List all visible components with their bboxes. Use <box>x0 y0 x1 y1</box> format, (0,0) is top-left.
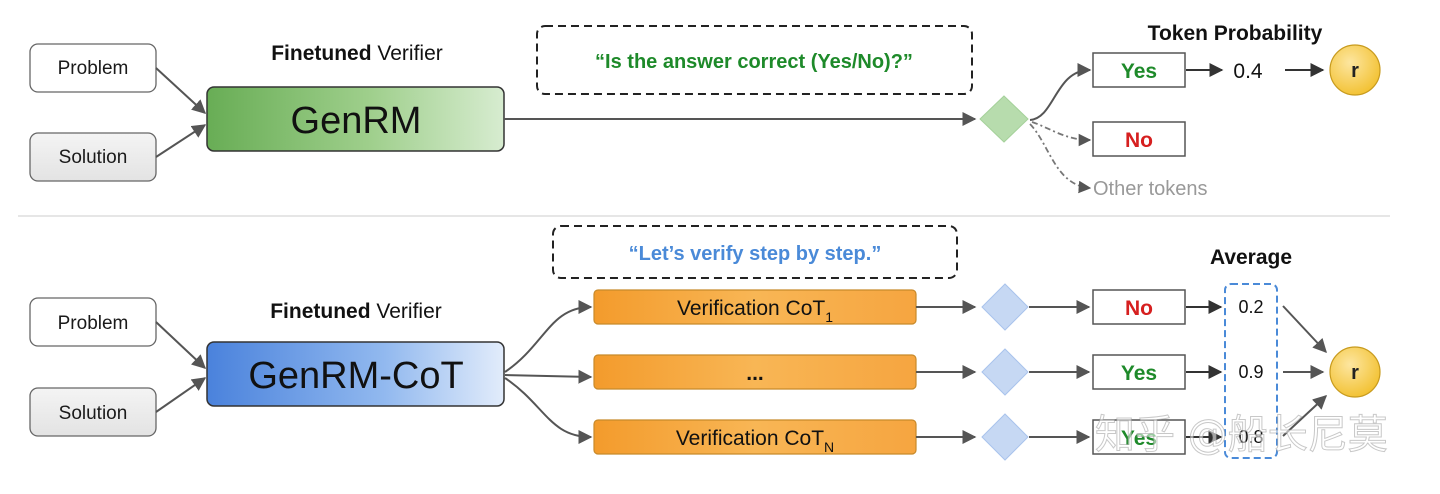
reward-symbol-top: r <box>1351 60 1359 82</box>
genrm-section: Problem Solution Finetuned Verifier GenR… <box>29 22 1381 200</box>
genrm-cot-model-box: GenRM-CoT <box>206 341 505 407</box>
yes-token-label: Yes <box>1121 60 1157 83</box>
arrow-to-cot-middle <box>504 369 593 384</box>
finetuned-verifier-label-bottom: Finetuned Verifier <box>270 300 442 323</box>
solution-label: Solution <box>59 147 128 168</box>
arrow-to-cot-n <box>504 377 593 444</box>
answer-box-3 <box>1092 419 1186 455</box>
probability-value: 0.4 <box>1233 60 1263 83</box>
arrow-score-3-to-reward <box>1282 395 1328 437</box>
score-1: 0.2 <box>1238 297 1263 317</box>
reward-symbol-bottom: r <box>1351 362 1359 384</box>
answer-label-2: Yes <box>1121 362 1157 385</box>
genrm-model-name: GenRM <box>291 100 422 142</box>
answer-box-1 <box>1092 289 1186 325</box>
no-token-box: No <box>1092 121 1186 157</box>
answer-box-2 <box>1092 354 1186 390</box>
average-title: Average <box>1210 246 1292 269</box>
genrm-cot-prompt-text: “Let’s verify step by step.” <box>629 243 882 265</box>
arrow-problem-to-genrm-cot <box>155 321 207 369</box>
genrm-cot-model-name: GenRM-CoT <box>248 355 463 397</box>
decoder-diamond-icon <box>981 413 1029 461</box>
reward-circle-bottom: r <box>1329 346 1381 398</box>
solution-box: Solution <box>29 132 157 182</box>
arrow-solution-to-genrm-cot <box>155 377 207 413</box>
problem-label-bottom: Problem <box>58 313 129 334</box>
reward-circle-top: r <box>1329 44 1381 96</box>
cot-row-2: ... Yes 0.9 <box>593 348 1264 396</box>
finetuned-verifier-label: Finetuned Verifier <box>271 42 443 65</box>
cot-box-1-label: Verification CoT1 <box>677 297 833 325</box>
arrow-solution-to-genrm <box>155 124 207 158</box>
problem-label: Problem <box>58 58 129 79</box>
yes-token-box: Yes <box>1092 52 1186 88</box>
token-probability-title: Token Probability <box>1148 22 1323 45</box>
genrm-prompt-text: “Is the answer correct (Yes/No)?” <box>595 51 913 73</box>
no-token-label: No <box>1125 129 1153 152</box>
genrm-prompt-box: “Is the answer correct (Yes/No)?” <box>536 25 973 95</box>
arrow-score-1-to-reward <box>1282 305 1327 354</box>
genrm-cot-section: Problem Solution Finetuned Verifier GenR… <box>29 225 1381 461</box>
arrow-to-other-tokens <box>1029 123 1092 194</box>
arrow-to-yes <box>1029 63 1092 121</box>
arrow-problem-to-genrm <box>155 67 207 114</box>
score-2: 0.9 <box>1238 362 1263 382</box>
arrow-to-no <box>1031 121 1092 147</box>
answer-label-1: No <box>1125 297 1153 320</box>
decoder-diamond-icon <box>979 95 1029 143</box>
solution-label-bottom: Solution <box>59 403 128 424</box>
cot-row-1: Verification CoT1 No 0.2 <box>593 283 1264 331</box>
cot-box-3-label: Verification CoTN <box>676 427 834 455</box>
cot-row-3: Verification CoTN Yes 0.8 <box>593 413 1264 461</box>
decoder-diamond-icon <box>981 348 1029 396</box>
watermark: 知乎 @船长尼莫 <box>1095 412 1388 458</box>
score-3: 0.8 <box>1238 427 1263 447</box>
problem-box: Problem <box>29 43 157 93</box>
genrm-cot-prompt-box: “Let’s verify step by step.” <box>552 225 958 279</box>
solution-box-bottom: Solution <box>29 387 157 437</box>
arrow-to-cot-1 <box>504 300 593 373</box>
answer-label-3: Yes <box>1121 427 1157 450</box>
cot-box-2-label: ... <box>746 362 764 385</box>
other-tokens-label: Other tokens <box>1093 178 1208 200</box>
decoder-diamond-icon <box>981 283 1029 331</box>
problem-box-bottom: Problem <box>29 297 157 347</box>
genrm-model-box: GenRM <box>206 86 505 152</box>
